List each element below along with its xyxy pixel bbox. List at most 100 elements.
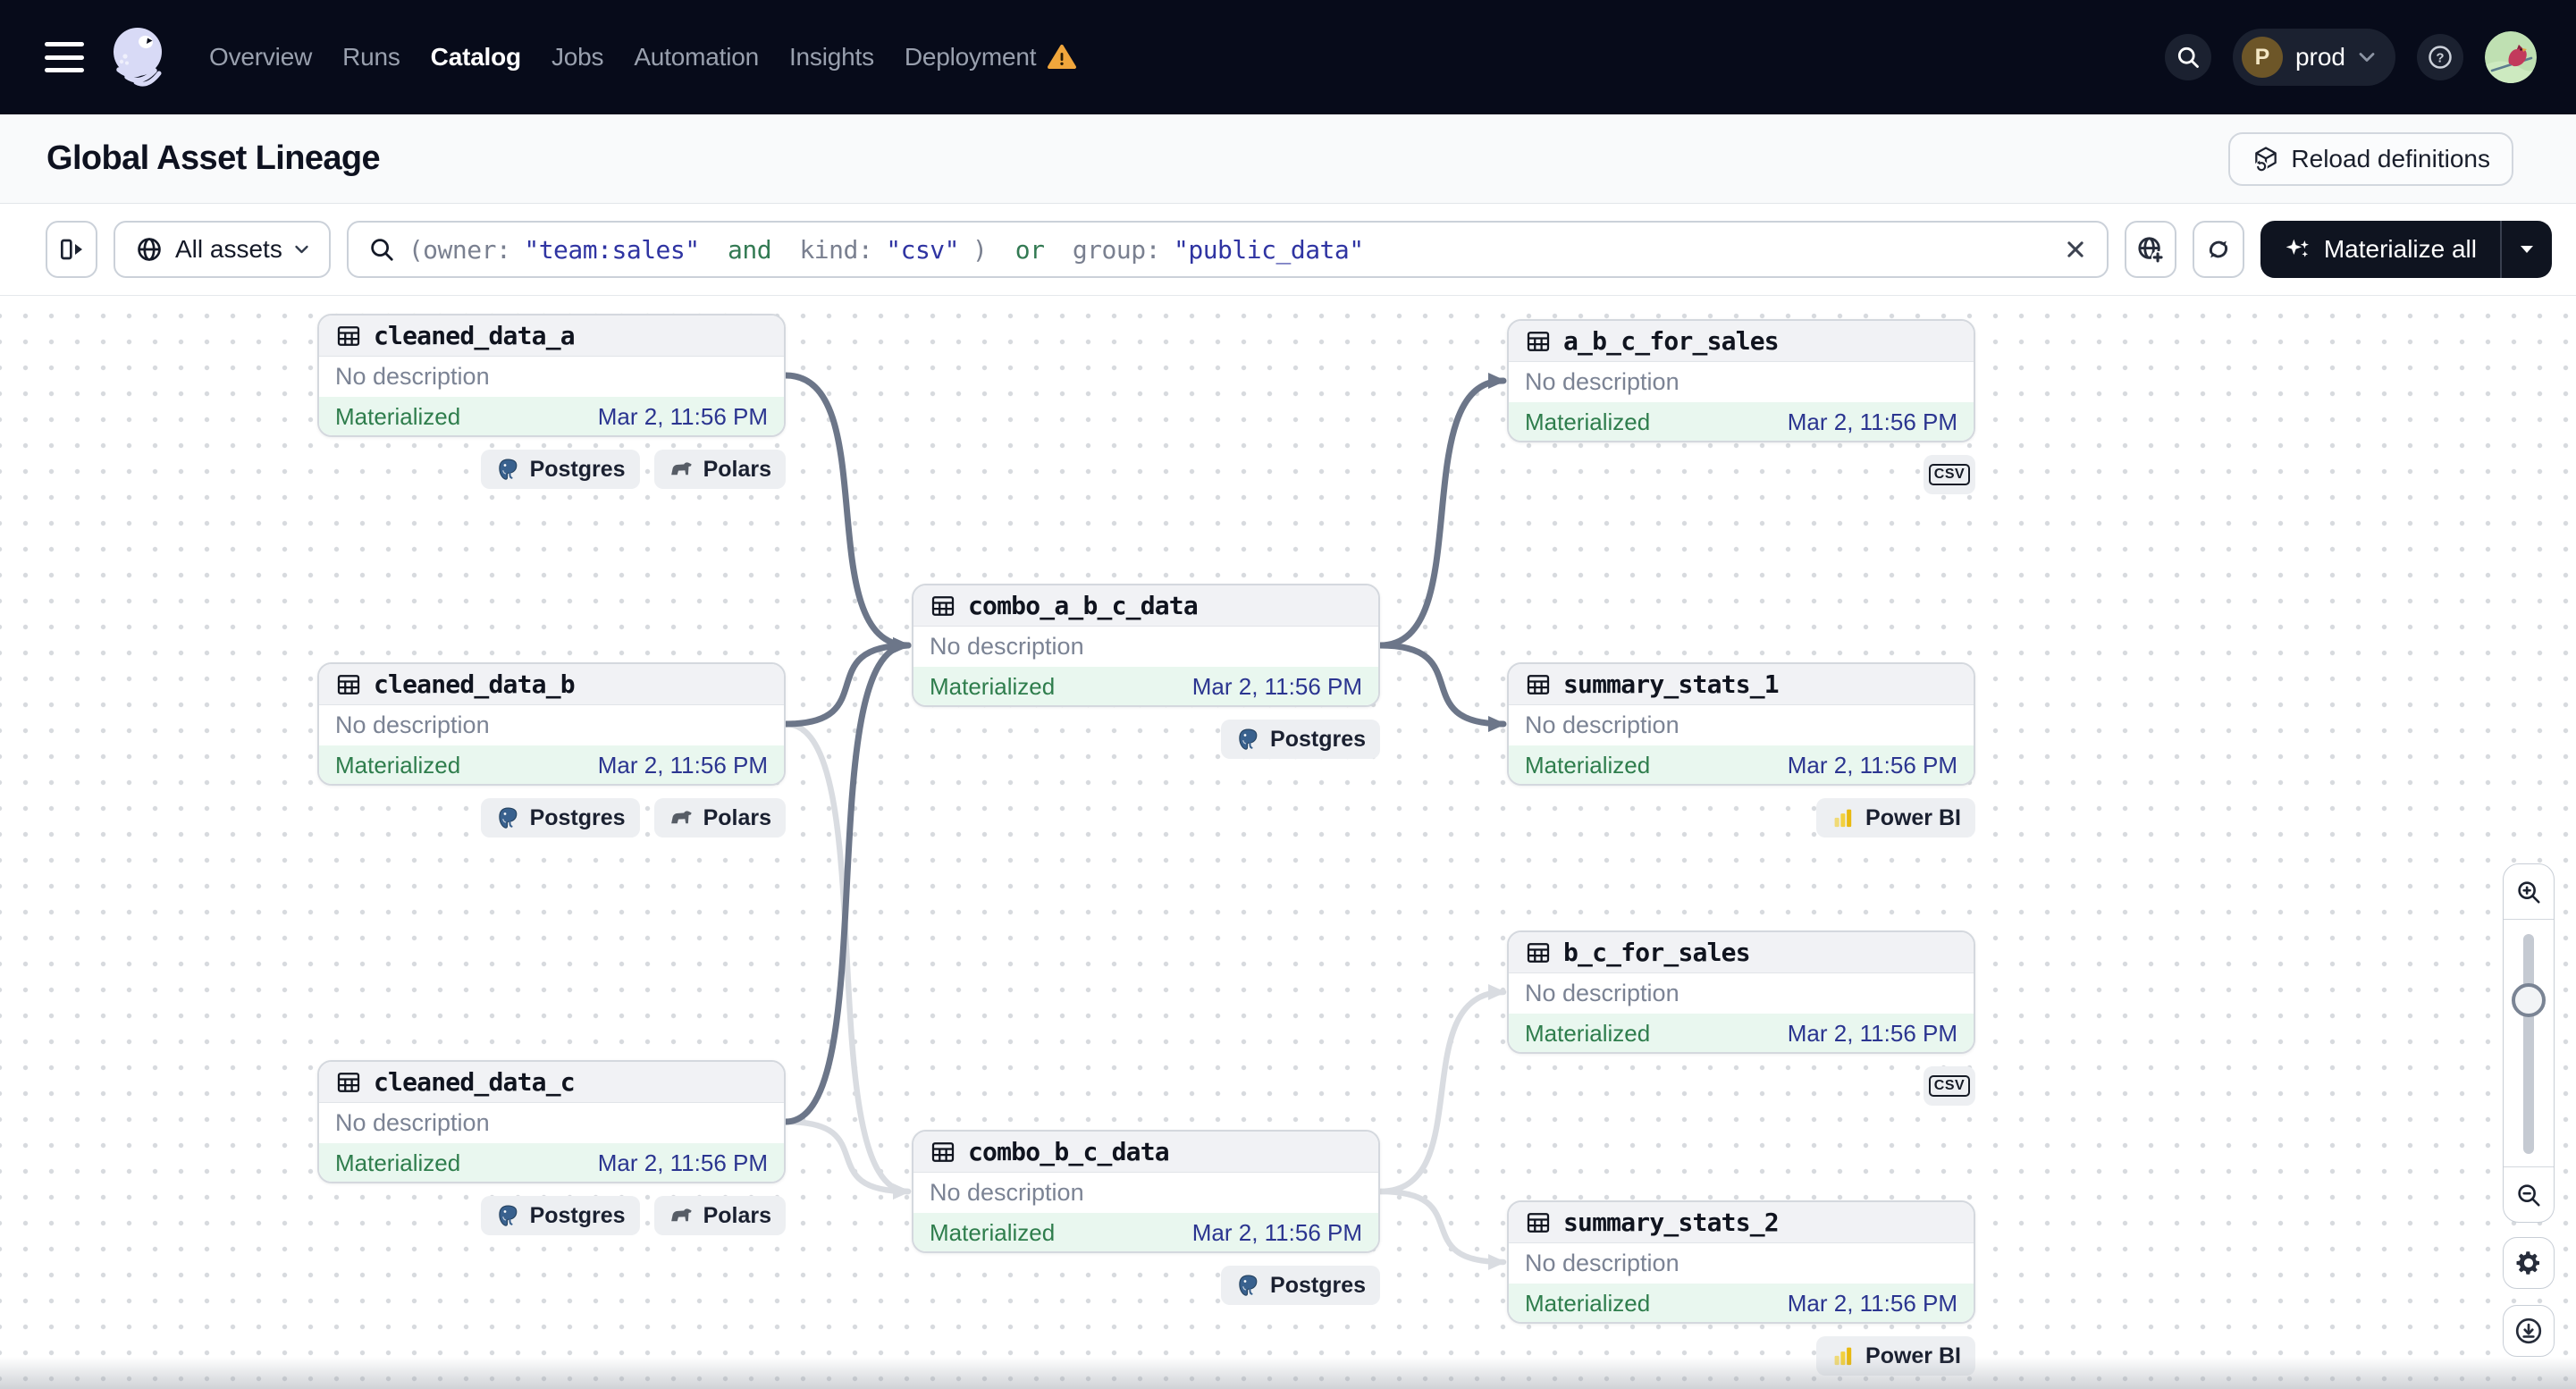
- zoom-out-button[interactable]: [2504, 1166, 2554, 1222]
- query-segment: group:: [1072, 234, 1161, 265]
- asset-card-header: combo_b_c_data: [913, 1132, 1378, 1173]
- query-segment: "team:sales": [524, 234, 700, 265]
- lineage-canvas[interactable]: cleaned_data_a No description Materializ…: [0, 296, 2576, 1389]
- asset-search-input[interactable]: (owner:"team:sales" and kind:"csv") or g…: [346, 221, 2109, 278]
- asset-card[interactable]: a_b_c_for_sales No description Materiali…: [1507, 319, 1975, 442]
- asset-node[interactable]: combo_b_c_data No description Materializ…: [912, 1130, 1380, 1305]
- download-graph-button[interactable]: [2503, 1305, 2555, 1357]
- asset-card[interactable]: b_c_for_sales No description Materialize…: [1507, 930, 1975, 1054]
- asset-name: summary_stats_1: [1563, 669, 1780, 699]
- nav-right-cluster: P prod ?: [2164, 29, 2537, 86]
- nav-item-insights[interactable]: Insights: [788, 43, 874, 71]
- nav-item-overview[interactable]: Overview: [209, 43, 313, 71]
- asset-description: No description: [1525, 1250, 1679, 1276]
- search-button[interactable]: [2164, 34, 2211, 80]
- kind-tag-polars[interactable]: Polars: [653, 1196, 786, 1235]
- clear-search-button[interactable]: [2064, 238, 2087, 261]
- asset-node[interactable]: combo_a_b_c_data No description Material…: [912, 584, 1380, 759]
- zoom-slider[interactable]: [2523, 934, 2534, 1154]
- open-panel-button[interactable]: [46, 221, 97, 278]
- dagster-logo-icon[interactable]: [107, 23, 170, 91]
- asset-card[interactable]: cleaned_data_b No description Materializ…: [317, 662, 786, 786]
- search-icon: [371, 239, 393, 261]
- reload-definitions-button[interactable]: Reload definitions: [2228, 131, 2513, 186]
- asset-node[interactable]: a_b_c_for_sales No description Materiali…: [1507, 319, 1975, 494]
- postgres-icon: [1235, 727, 1261, 753]
- query-segment: (owner:: [408, 234, 511, 265]
- kind-tag-powerbi[interactable]: Power BI: [1816, 1336, 1975, 1376]
- kind-tag-postgres[interactable]: Postgres: [1221, 720, 1380, 759]
- asset-timestamp: Mar 2, 11:56 PM: [1787, 1290, 1957, 1317]
- nav-item-catalog[interactable]: Catalog: [430, 43, 521, 71]
- asset-card-header: summary_stats_2: [1509, 1202, 1974, 1243]
- postgres-icon: [495, 457, 521, 483]
- nav-links: Overview Runs Catalog Jobs Automation In…: [209, 43, 1077, 72]
- asset-scope-label: All assets: [175, 235, 282, 263]
- asset-timestamp: Mar 2, 11:56 PM: [1787, 1020, 1957, 1047]
- user-avatar[interactable]: [2485, 31, 2537, 83]
- zoom-slider-thumb[interactable]: [2512, 983, 2546, 1017]
- csv-icon: csv: [1928, 1074, 1971, 1098]
- expand-panel-icon: [61, 239, 82, 260]
- menu-icon[interactable]: [45, 42, 84, 72]
- asset-card[interactable]: cleaned_data_c No description Materializ…: [317, 1060, 786, 1183]
- reload-cube-icon: [2255, 146, 2277, 173]
- kind-tag-postgres[interactable]: Postgres: [480, 1196, 640, 1235]
- lineage-edge: [782, 637, 912, 1125]
- warning-icon: [1048, 45, 1077, 69]
- asset-node[interactable]: b_c_for_sales No description Materialize…: [1507, 930, 1975, 1106]
- new-catalog-view-button[interactable]: [2124, 221, 2176, 278]
- asset-card[interactable]: cleaned_data_a No description Materializ…: [317, 314, 786, 437]
- lineage-edge: [1376, 984, 1507, 1195]
- materialize-all-button[interactable]: Materialize all: [2260, 221, 2500, 278]
- asset-node[interactable]: cleaned_data_c No description Materializ…: [317, 1060, 786, 1235]
- postgres-icon: [495, 1203, 521, 1229]
- asset-card[interactable]: combo_a_b_c_data No description Material…: [912, 584, 1380, 707]
- asset-node[interactable]: cleaned_data_a No description Materializ…: [317, 314, 786, 489]
- question-mark-icon: ?: [2429, 46, 2452, 69]
- asset-status: Materialized: [1525, 1290, 1651, 1317]
- asset-node[interactable]: summary_stats_1 No description Materiali…: [1507, 662, 1975, 838]
- kind-tag-csv[interactable]: csv: [1924, 1066, 1975, 1106]
- asset-node[interactable]: summary_stats_2 No description Materiali…: [1507, 1200, 1975, 1376]
- kind-tag-postgres[interactable]: Postgres: [1221, 1266, 1380, 1305]
- lineage-edge: [1376, 1188, 1507, 1270]
- asset-name: b_c_for_sales: [1563, 938, 1751, 967]
- asset-scope-dropdown[interactable]: All assets: [114, 221, 331, 278]
- query-segment: kind:: [799, 234, 873, 265]
- close-icon: [2067, 241, 2084, 257]
- asset-card-header: summary_stats_1: [1509, 664, 1974, 705]
- kind-tag-csv[interactable]: csv: [1924, 455, 1975, 494]
- asset-tags: Postgres: [1221, 1266, 1380, 1305]
- kind-tag-powerbi[interactable]: Power BI: [1816, 798, 1975, 838]
- zoom-in-button[interactable]: [2504, 864, 2554, 920]
- chevron-down-icon: [2359, 53, 2375, 62]
- nav-item-automation[interactable]: Automation: [634, 43, 759, 71]
- kind-tag-postgres[interactable]: Postgres: [480, 450, 640, 489]
- nav-item-jobs[interactable]: Jobs: [551, 43, 604, 71]
- asset-node[interactable]: cleaned_data_b No description Materializ…: [317, 662, 786, 838]
- graph-settings-button[interactable]: [2503, 1237, 2555, 1289]
- help-button[interactable]: ?: [2417, 34, 2463, 80]
- asset-card[interactable]: combo_b_c_data No description Materializ…: [912, 1130, 1380, 1253]
- lineage-edge: [782, 637, 912, 728]
- kind-tag-polars[interactable]: Polars: [653, 450, 786, 489]
- environment-badge: P: [2241, 37, 2283, 78]
- asset-card[interactable]: summary_stats_2 No description Materiali…: [1507, 1200, 1975, 1324]
- kind-tag-postgres[interactable]: Postgres: [480, 798, 640, 838]
- nav-item-runs[interactable]: Runs: [342, 43, 400, 71]
- asset-name: combo_b_c_data: [968, 1137, 1170, 1166]
- environment-switcher[interactable]: P prod: [2232, 29, 2395, 86]
- kind-tag-polars[interactable]: Polars: [653, 798, 786, 838]
- asset-status-row: Materialized Mar 2, 11:56 PM: [319, 397, 784, 435]
- asset-card[interactable]: summary_stats_1 No description Materiali…: [1507, 662, 1975, 786]
- refresh-button[interactable]: [2192, 221, 2244, 278]
- asset-status-row: Materialized Mar 2, 11:56 PM: [1509, 745, 1974, 784]
- refresh-icon: [2209, 240, 2227, 258]
- lineage-edge: [1376, 373, 1507, 649]
- table-icon: [1527, 674, 1550, 694]
- nav-item-deployment[interactable]: Deployment: [905, 43, 1077, 72]
- materialize-options-button[interactable]: [2500, 221, 2552, 278]
- lineage-edge: [782, 720, 912, 1200]
